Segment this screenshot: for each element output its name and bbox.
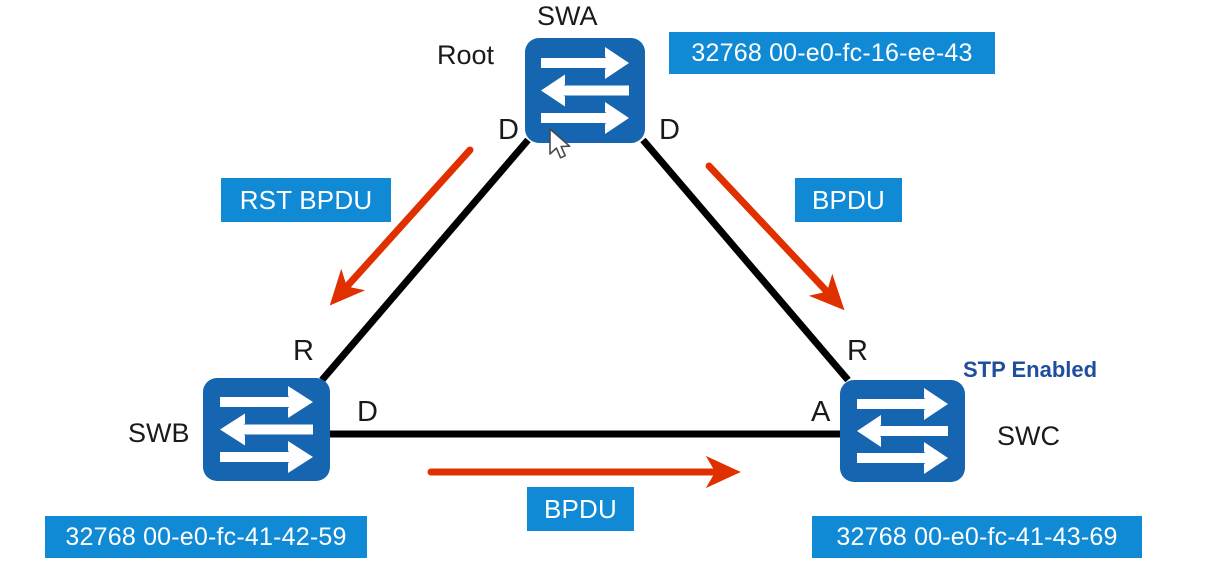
- bridge-id-chip-swb: 32768 00-e0-fc-41-42-59: [45, 516, 367, 558]
- device-label-swa: SWA: [537, 1, 598, 31]
- bpdu-label-swb-swc: BPDU: [527, 487, 634, 531]
- device-swc[interactable]: [840, 380, 965, 482]
- bridge-id-chip-swa: 32768 00-e0-fc-16-ee-43: [669, 32, 995, 74]
- port-role-swa-right: D: [659, 114, 680, 146]
- port-role-swb-top: R: [293, 335, 314, 367]
- stp-enabled-annotation: STP Enabled: [963, 357, 1098, 382]
- bpdu-label-swa-swb: RST BPDU: [221, 178, 391, 222]
- bridge-id-chip-swc: 32768 00-e0-fc-41-43-69: [812, 516, 1142, 558]
- port-role-swc-left: A: [811, 396, 831, 428]
- switch-icon: [541, 47, 629, 134]
- port-role-swc-top: R: [847, 335, 868, 367]
- device-label-swc: SWC: [997, 421, 1060, 451]
- device-label-swb: SWB: [128, 418, 190, 448]
- device-swb[interactable]: [203, 378, 330, 481]
- link-swa-swb: [319, 137, 531, 383]
- bpdu-label-swa-swc: BPDU: [795, 178, 902, 222]
- device-swa[interactable]: [525, 38, 645, 143]
- switch-icon: [220, 386, 313, 473]
- port-role-swa-left: D: [498, 114, 519, 146]
- mouse-cursor: [548, 128, 574, 162]
- port-role-swb-right: D: [357, 396, 378, 428]
- switch-icon: [857, 388, 948, 474]
- root-role-label: Root: [437, 40, 495, 70]
- link-swa-swc: [640, 137, 851, 383]
